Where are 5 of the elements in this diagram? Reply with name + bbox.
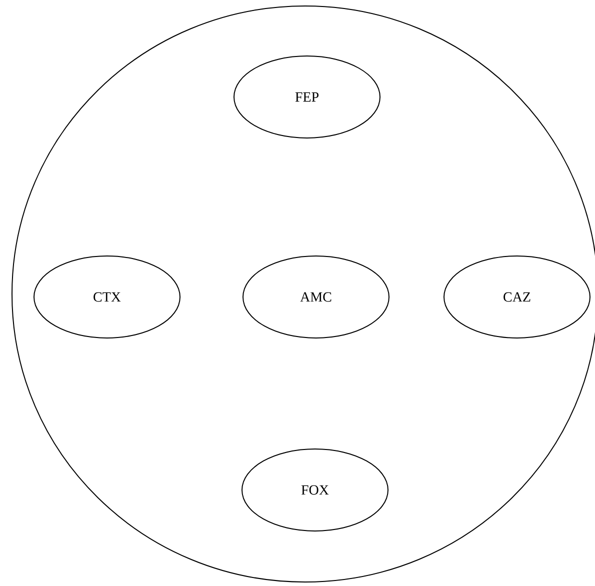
- ellipse-node: AMC: [242, 256, 390, 338]
- ellipse-node: CTX: [34, 256, 180, 338]
- ellipse-node: CAZ: [444, 256, 590, 338]
- ellipse-node: FEP: [234, 56, 380, 138]
- ellipse-node: FOX: [242, 448, 388, 532]
